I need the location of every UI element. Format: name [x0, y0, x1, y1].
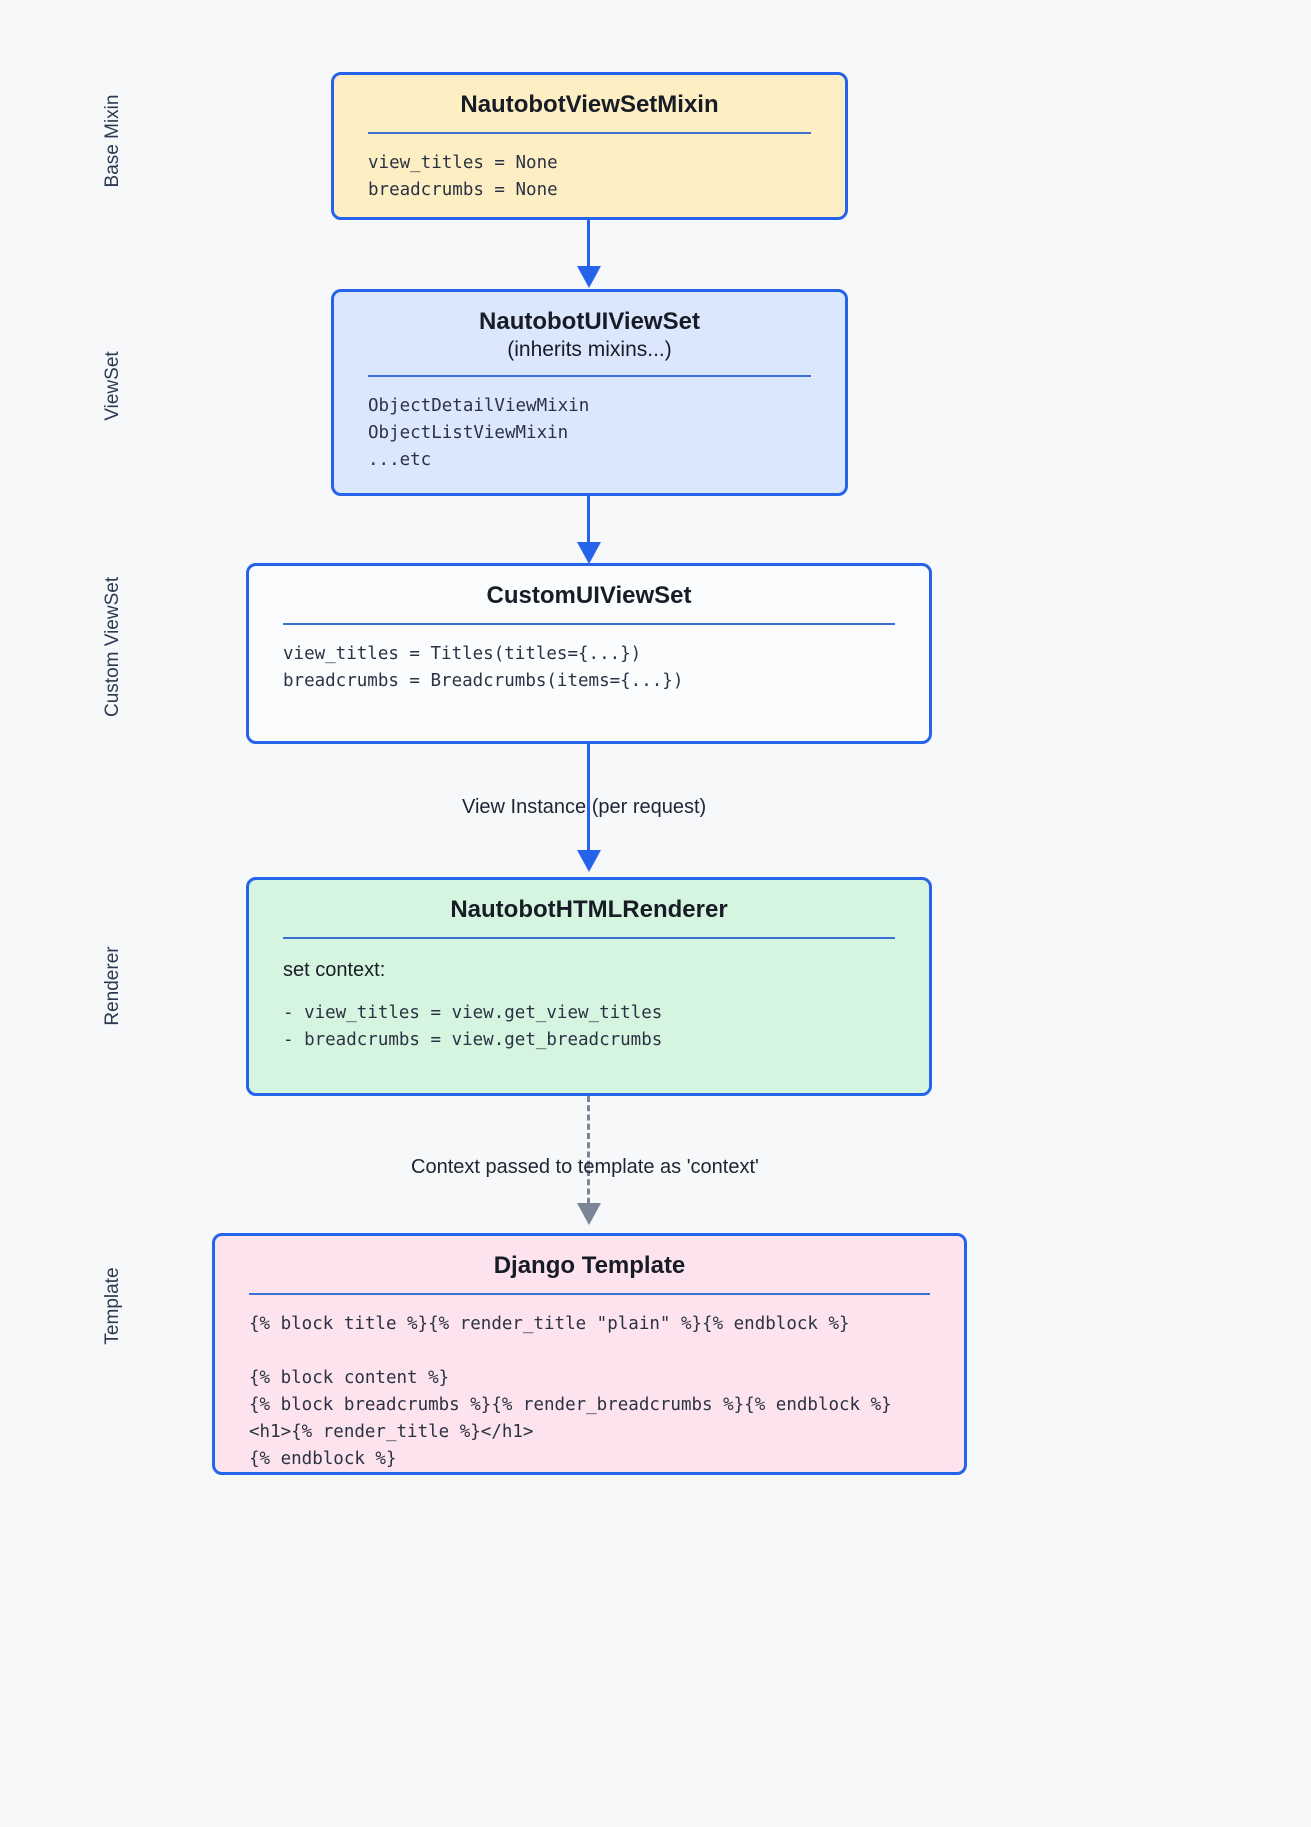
node-divider [368, 375, 811, 378]
node-django-template[interactable]: Django Template {% block title %}{% rend… [212, 1233, 967, 1475]
lane-label-viewset: ViewSet [102, 351, 123, 421]
connector-custom-to-renderer-line [587, 744, 590, 856]
lane-label-base-mixin: Base Mixin [102, 94, 123, 188]
node-title: NautobotUIViewSet [479, 308, 700, 335]
node-body: view_titles = None breadcrumbs = None [368, 152, 558, 200]
node-subtitle: (inherits mixins...) [507, 337, 672, 361]
connector-viewset-to-custom-line [587, 496, 590, 548]
edge-label-view-instance: View Instance (per request) [462, 796, 707, 818]
node-divider [249, 1292, 930, 1295]
lane-label-renderer: Renderer [102, 946, 123, 1026]
node-title: Django Template [493, 1252, 686, 1279]
connector-viewset-to-custom-arrowhead [577, 542, 601, 564]
node-nautobot-html-renderer[interactable]: NautobotHTMLRenderer set context: - view… [246, 877, 932, 1096]
node-body: {% block title %}{% render_title "plain"… [249, 1313, 892, 1470]
lane-label-custom-viewset: Custom ViewSet [102, 576, 123, 717]
node-title: NautobotViewSetMixin [460, 91, 719, 118]
node-body: view_titles = Titles(titles={...}) bread… [283, 643, 684, 691]
node-nautobot-viewset-mixin[interactable]: NautobotViewSetMixin view_titles = None … [331, 72, 848, 220]
connector-mixin-to-viewset-line [587, 220, 590, 272]
node-title: CustomUIViewSet [486, 582, 692, 609]
lane-label-template: Template [102, 1267, 123, 1345]
node-body-heading: set context: [283, 958, 386, 981]
node-body: ObjectDetailViewMixin ObjectListViewMixi… [368, 396, 590, 471]
node-divider [368, 131, 811, 134]
node-custom-ui-viewset[interactable]: CustomUIViewSet view_titles = Titles(tit… [246, 563, 932, 744]
connector-mixin-to-viewset-arrowhead [577, 266, 601, 288]
node-body: - view_titles = view.get_view_titles - b… [283, 1002, 663, 1050]
node-title: NautobotHTMLRenderer [450, 896, 728, 923]
connector-renderer-to-template-arrowhead [577, 1203, 601, 1225]
connector-renderer-to-template-line [587, 1096, 590, 1213]
edge-label-context-passed: Context passed to template as 'context' [411, 1156, 759, 1178]
node-divider [283, 622, 895, 625]
node-nautobot-ui-viewset[interactable]: NautobotUIViewSet (inherits mixins...) O… [331, 289, 848, 496]
connector-custom-to-renderer-arrowhead [577, 850, 601, 872]
node-divider [283, 936, 895, 939]
